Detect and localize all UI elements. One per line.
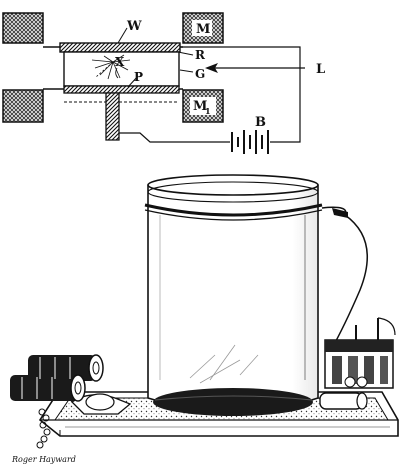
band-wire [321, 206, 368, 353]
magnet-top-left [2, 12, 44, 44]
left-roller [70, 393, 132, 415]
label-b: B [255, 115, 266, 130]
particle-tracks [91, 54, 131, 80]
label-r: R [195, 48, 206, 62]
battery-box [324, 317, 396, 389]
plate-p [63, 85, 180, 94]
label-w: W [126, 19, 142, 34]
circuit-wire [180, 46, 301, 143]
label-p: P [134, 70, 143, 84]
battery-b [231, 130, 269, 154]
piston-stem [105, 92, 120, 141]
small-roller [319, 392, 368, 410]
label-m-bottom-sub: 1 [205, 106, 211, 116]
apparatus-illustration: Roger Hayward [10, 174, 399, 464]
chamber-g [63, 51, 180, 87]
artist-signature: Roger Hayward [11, 455, 76, 464]
coil-pair [10, 354, 104, 449]
label-g: G [195, 67, 205, 81]
schematic-diagram: M M 1 [2, 12, 325, 154]
magnet-top-right [182, 12, 224, 44]
label-m-top: M [196, 22, 210, 37]
magnet-bottom-left [2, 89, 44, 123]
label-x: X [115, 55, 125, 69]
label-l: L [316, 62, 325, 77]
label-m-bottom: M [193, 99, 207, 114]
glass-cylinder [144, 174, 323, 416]
window-w [59, 42, 181, 53]
